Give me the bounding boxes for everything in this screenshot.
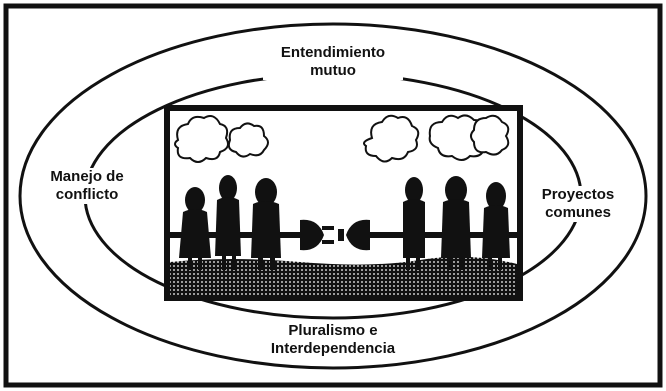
- person-icon: [441, 176, 471, 270]
- label-top-line1: Entendimiento: [280, 44, 386, 61]
- person-icon: [403, 177, 425, 270]
- label-bottom-line1: Pluralismo e: [288, 322, 378, 339]
- label-left-line2: conflicto: [55, 186, 119, 203]
- person-icon: [215, 175, 241, 270]
- label-left-line1: Manejo de: [50, 168, 124, 185]
- label-right-line2: comunes: [545, 204, 611, 221]
- illustration-panel: [164, 105, 523, 301]
- cloud-icon: [363, 114, 420, 163]
- cable-right: [352, 232, 518, 238]
- cloud-icon: [227, 122, 269, 158]
- person-icon: [251, 178, 281, 270]
- plug-icon: [300, 219, 334, 251]
- label-left: Manejo de conflicto: [34, 168, 140, 204]
- label-top: Entendimiento mutuo: [263, 44, 403, 80]
- outer-frame: [3, 3, 663, 388]
- label-right-line1: Proyectos: [541, 186, 615, 203]
- label-bottom-line2: Interdependencia: [270, 340, 396, 357]
- cloud-icon: [470, 114, 510, 156]
- person-icon: [482, 182, 510, 270]
- cable-left: [168, 232, 318, 238]
- person-icon: [179, 187, 211, 270]
- label-bottom: Pluralismo e Interdependencia: [253, 322, 413, 358]
- label-top-line2: mutuo: [310, 62, 356, 79]
- label-right: Proyectos comunes: [526, 186, 630, 222]
- ground: [170, 256, 517, 295]
- socket-icon: [338, 219, 370, 251]
- cloud-icon: [174, 115, 229, 163]
- outer-ellipse: [18, 22, 648, 370]
